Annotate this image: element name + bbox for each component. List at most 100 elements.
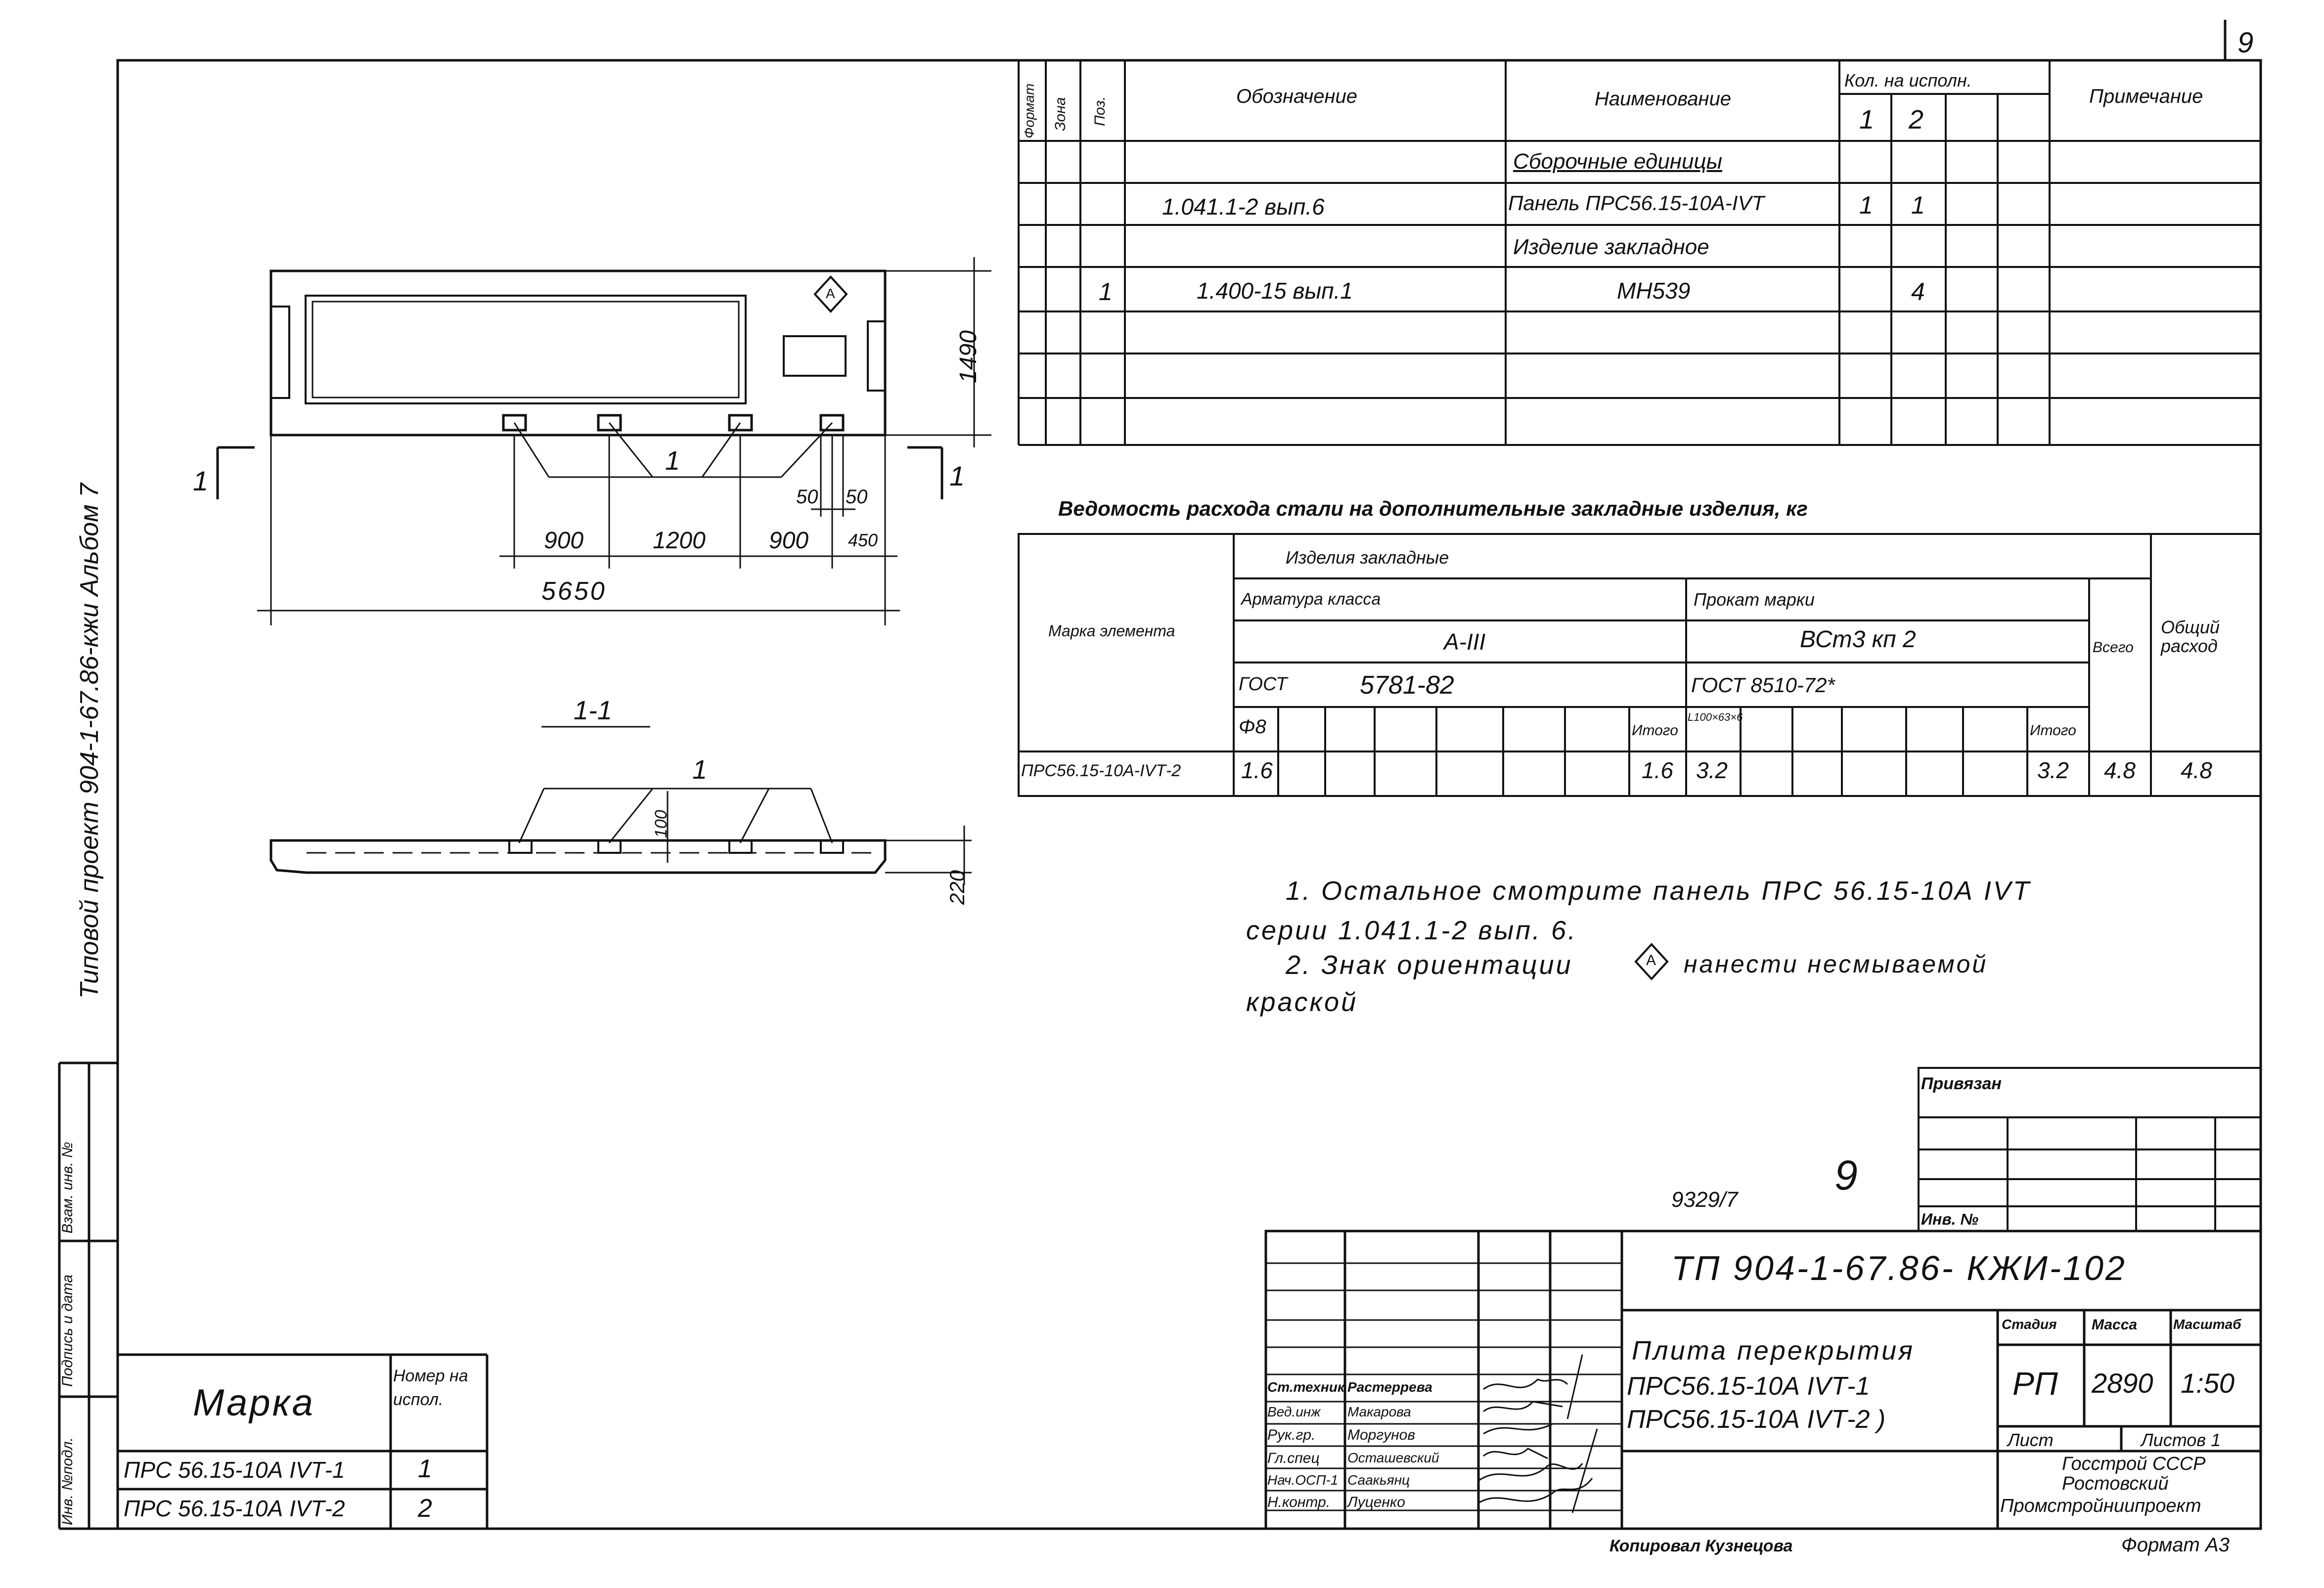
spec-row-naim: Панель ПРС56.15-10А-IVТ (1508, 191, 1765, 215)
steel-vsego: Всего (2093, 639, 2134, 656)
dim-50-b: 50 (846, 486, 868, 508)
steel-armatura-class: А-III (1444, 629, 1486, 655)
stadiya-value: РП (2012, 1365, 2058, 1402)
marka-row-marka: ПРС 56.15-10А IVТ-1 (124, 1457, 345, 1483)
person-name: Осташевский (1347, 1450, 1439, 1465)
panel-elevation (216, 269, 943, 499)
person-name: Саакьянц (1347, 1472, 1410, 1488)
dim-1200: 1200 (653, 528, 706, 554)
person-role: Рук.гр. (1267, 1427, 1316, 1443)
steel-table-title: Ведомость расхода стали на дополнительны… (1058, 497, 1808, 520)
steel-row-itogo2: 3.2 (2037, 757, 2069, 783)
dimension-lines (257, 257, 991, 625)
spec-row-oboz: 1.400-15 вып.1 (1197, 278, 1353, 304)
note-2-line-c: краской (1246, 987, 1358, 1017)
person-role: Нач.ОСП-1 (1267, 1472, 1339, 1488)
section-title: 1-1 (574, 696, 613, 725)
section-1-1 (269, 726, 972, 885)
orientation-symbol-letter: A (1646, 952, 1656, 969)
spec-header-zona: Зона (1052, 97, 1069, 131)
side-series-text: Типовой проект 904-1-67.86-кжи Альбом 7 (75, 483, 104, 999)
note-2-line-a: 2. Знак ориентации (1286, 950, 1573, 980)
spec-header-isp1: 1 (1859, 105, 1875, 134)
side-vzam: Взам. инв. № (59, 1142, 76, 1234)
spec-row-naim: Изделие закладное (1513, 235, 1709, 259)
steel-gost-arm: 5781-82 (1360, 671, 1454, 700)
steel-row-vsego: 4.8 (2104, 757, 2136, 783)
kopiroval: Копировал Кузнецова (1609, 1537, 1793, 1555)
steel-row-d8: 1.6 (1241, 757, 1273, 783)
sheet-frame (116, 59, 2262, 1530)
spec-row-k2: 1 (1911, 191, 1925, 219)
dim-100: 100 (652, 810, 670, 838)
org-line-1: Госстрой СССР (2062, 1454, 2206, 1474)
spec-row-poz: 1 (1099, 278, 1113, 306)
dim-50-a: 50 (796, 486, 818, 508)
steel-marka-elementa: Марка элемента (1048, 622, 1175, 640)
product-name-line-1: Плита перекрытия (1632, 1336, 1915, 1366)
person-name: Моргунов (1347, 1427, 1416, 1443)
steel-row-ug: 3.2 (1696, 757, 1728, 783)
list-label: Лист (2008, 1430, 2054, 1450)
title-block-rows (1266, 1262, 1622, 1511)
person-name: Луценко (1347, 1494, 1405, 1510)
dim-900-a: 900 (544, 528, 584, 554)
marka-row-marka: ПРС 56.15-10А IVТ-2 (124, 1496, 345, 1521)
section-mark-left: 1 (193, 465, 209, 496)
title-block-grid (1264, 1230, 2262, 1530)
person-name: Растеррева (1347, 1379, 1432, 1395)
handwritten-9: 9 (1834, 1152, 1858, 1198)
side-inv-podl: Инв. №подл. (59, 1437, 76, 1525)
privyazan-label: Привязан (1921, 1074, 2002, 1093)
dim-450: 450 (848, 530, 878, 550)
listov-label: Листов 1 (2141, 1430, 2221, 1450)
steel-gost-prokat: ГОСТ 8510-72* (1691, 673, 1835, 697)
masshtab-value: 1:50 (2181, 1367, 2235, 1399)
page-number: 9 (2237, 27, 2254, 59)
person-role: Н.контр. (1267, 1494, 1331, 1510)
spec-header-oboznachenie: Обозначение (1236, 86, 1358, 107)
steel-gost-arm-label: ГОСТ (1239, 674, 1288, 695)
section-mark-right: 1 (949, 460, 965, 491)
person-role: Ст.техник (1267, 1379, 1345, 1395)
marka-row-nomer: 2 (418, 1494, 432, 1523)
steel-ugolok: L100×63×6 (1688, 711, 1743, 723)
spec-header-format: Формат (1022, 83, 1037, 138)
spec-row-naim: Сборочные единицы (1513, 149, 1723, 174)
spec-row-naim: МН539 (1617, 278, 1691, 304)
marka-header-nomer: Номер на испол. (393, 1367, 468, 1409)
leader-label-1: 1 (665, 446, 680, 476)
steel-izdeliya: Изделия закладные (1286, 547, 1449, 568)
steel-itogo-prokat: Итого (2030, 722, 2076, 739)
orientation-symbol-note (1634, 943, 1669, 980)
orient-mark-letter: A (826, 286, 835, 301)
stadiya-label: Стадия (2002, 1317, 2057, 1332)
dim-height: 1490 (955, 330, 982, 383)
designation: ТП 904-1-67.86- КЖИ-102 (1671, 1249, 2127, 1287)
section-leader-label: 1 (692, 755, 708, 785)
format-label: Формат А3 (2121, 1534, 2230, 1556)
marka-row-nomer: 1 (418, 1455, 432, 1483)
org-line-2: Ростовский (2062, 1473, 2169, 1494)
steel-itogo-arm: Итого (1632, 722, 1678, 739)
spec-row-k1: 1 (1859, 191, 1873, 219)
dim-total: 5650 (541, 577, 607, 606)
steel-row-itogo1: 1.6 (1642, 757, 1673, 783)
person-role: Гл.спец (1267, 1450, 1320, 1466)
person-name: Макарова (1347, 1404, 1411, 1419)
steel-armatura: Арматура класса (1241, 590, 1381, 609)
dim-thick: 220 (945, 870, 969, 905)
spec-header-isp2: 2 (1909, 105, 1924, 134)
masshtab-label: Масштаб (2173, 1317, 2241, 1332)
note-1-line-b: серии 1.041.1-2 вып. 6. (1246, 916, 1577, 945)
massa-label: Масса (2092, 1317, 2138, 1333)
note-2-line-b: нанести несмываемой (1684, 950, 1988, 978)
massa-value: 2890 (2092, 1367, 2153, 1399)
inv-no-label: Инв. № (1921, 1210, 1979, 1228)
product-name-line-2: ПРС56.15-10А IVТ-1 (1627, 1372, 1870, 1401)
steel-prokat-marka: ВСт3 кп 2 (1800, 626, 1916, 653)
spec-row-oboz: 1.041.1-2 вып.6 (1162, 194, 1325, 220)
steel-prokat: Прокат марки (1694, 589, 1815, 610)
